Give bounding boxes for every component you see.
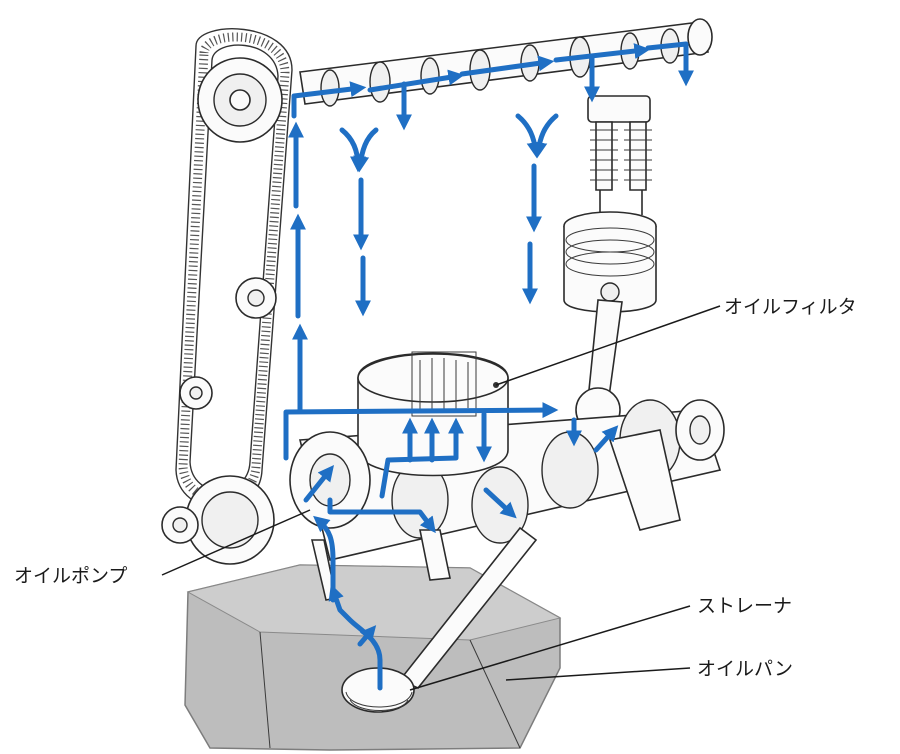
piston-assembly [563,211,657,433]
oil-pan [184,564,562,751]
leader-lines [161,305,721,691]
oil-flow-filter-up [379,417,465,499]
leader-strainer [409,605,691,691]
oil-flow-drain-right [515,113,543,159]
oil-flow-cam-gallery [367,69,465,93]
leader-oil-filter [495,305,721,386]
leader-oil-pan [505,667,691,681]
label-oil-pump: オイルポンプ [14,565,127,587]
timing-belt [161,28,293,565]
camshaft [299,18,713,107]
leader-oil-pump [161,509,311,576]
oil-flow-drain-left [339,127,366,173]
oil-flow-main-gallery [283,402,559,461]
oil-flow-arrows [283,41,695,691]
label-oil-pan: オイルパン [697,658,793,680]
oil-filter [357,351,509,477]
label-strainer: ストレーナ [697,595,792,617]
valve-train [587,95,652,215]
oil-flow-crank [327,497,436,534]
label-oil-filter: オイルフィルタ [724,296,857,318]
